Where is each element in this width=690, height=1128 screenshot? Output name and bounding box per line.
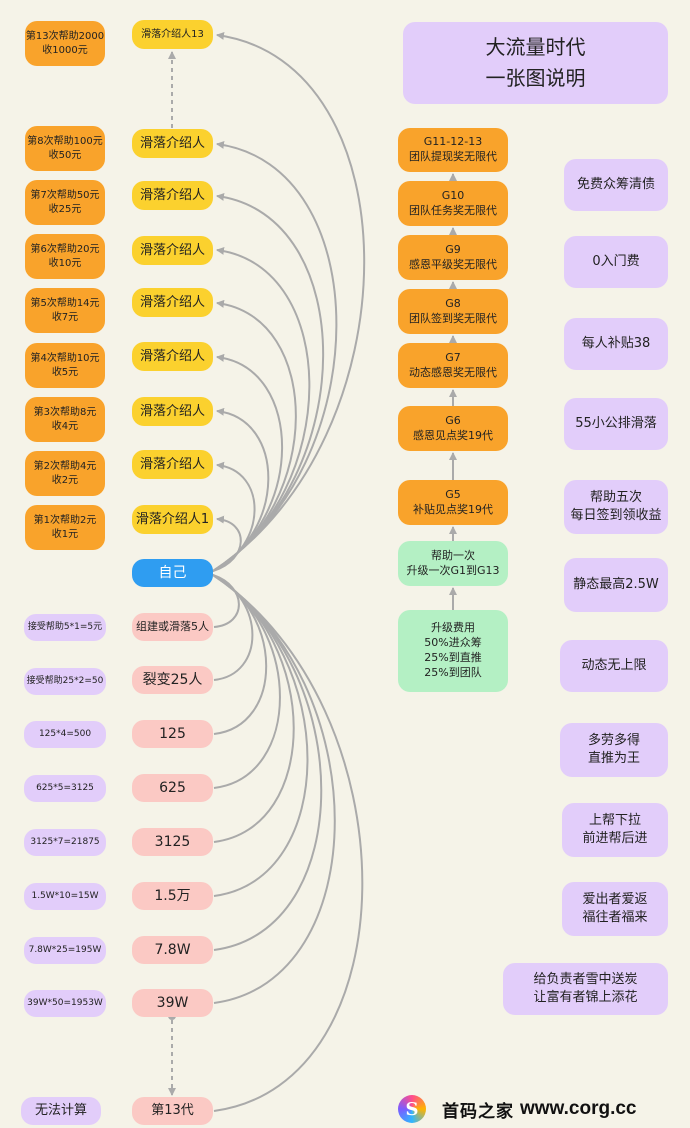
referrer-2: 滑落介绍人: [132, 450, 213, 479]
curve-up-9: [212, 515, 242, 572]
downline-gen-2: 裂变25人: [132, 666, 213, 694]
watermark-name: 首码之家: [442, 1101, 514, 1122]
curve-down-8: [212, 574, 336, 1004]
downline-gen-5: 3125: [132, 828, 213, 856]
calc-box-6: 1.5W*10=15W: [24, 883, 106, 910]
curve-down-9: [212, 574, 364, 1112]
calc-box-13: 无法计算: [21, 1097, 101, 1125]
feature-3: 每人补贴38: [564, 318, 668, 370]
curve-up-1: [212, 31, 366, 572]
referrer-8: 滑落介绍人: [132, 129, 213, 158]
watermark: S 首码之家 www.corg.cc: [398, 1090, 690, 1128]
income-box-2: 第2次帮助4元 收2元: [25, 451, 105, 496]
curve-down-7: [212, 574, 323, 951]
calc-box-1: 接受帮助5*1=5元: [24, 614, 106, 641]
downline-gen-4: 625: [132, 774, 213, 802]
referrer-13: 滑落介绍人13: [132, 20, 213, 49]
feature-6: 静态最高2.5W: [564, 558, 668, 612]
upgrade-once-box: 帮助一次 升级一次G1到G13: [398, 541, 508, 586]
feature-9: 上帮下拉 前进帮后进: [562, 803, 668, 857]
upgrade-fee-box: 升级费用 50%进众筹 25%到直推 25%到团队: [398, 610, 508, 692]
level-g9: G9 感恩平级奖无限代: [398, 235, 508, 280]
income-box-8: 第8次帮助100元 收50元: [25, 126, 105, 171]
calc-box-8: 39W*50=1953W: [24, 990, 106, 1017]
downline-gen-7: 7.8W: [132, 936, 213, 964]
level-g10: G10 团队任务奖无限代: [398, 181, 508, 226]
curve-up-8: [212, 461, 256, 572]
curve-down-3: [212, 574, 268, 735]
watermark-url: www.corg.cc: [520, 1098, 637, 1119]
downline-gen-8: 39W: [132, 989, 213, 1017]
income-box-6: 第6次帮助20元 收10元: [25, 234, 105, 279]
downline-gen-6: 1.5万: [132, 882, 213, 910]
feature-7: 动态无上限: [560, 640, 668, 692]
feature-8: 多劳多得 直推为王: [560, 723, 668, 777]
income-box-7: 第7次帮助50元 收25元: [25, 180, 105, 225]
calc-box-5: 3125*7=21875: [24, 829, 106, 856]
curve-down-2: [212, 574, 254, 681]
referrer-5: 滑落介绍人: [132, 288, 213, 317]
downline-gen-13: 第13代: [132, 1097, 213, 1125]
referrer-4: 滑落介绍人: [132, 342, 213, 371]
referrer-7: 滑落介绍人: [132, 181, 213, 210]
calc-box-4: 625*5=3125: [24, 775, 106, 802]
feature-4: 55小公排滑落: [564, 398, 668, 450]
feature-11: 给负责者雪中送炭 让富有者锦上添花: [503, 963, 668, 1015]
level-g11-13: G11-12-13 团队提现奖无限代: [398, 128, 508, 172]
downline-gen-3: 125: [132, 720, 213, 748]
calc-box-2: 接受帮助25*2=50: [24, 668, 106, 695]
feature-1: 免费众筹清债: [564, 159, 668, 211]
page-title: 大流量时代 一张图说明: [403, 22, 668, 104]
income-box-3: 第3次帮助8元 收4元: [25, 397, 105, 442]
referrer-1: 滑落介绍人1: [132, 505, 213, 534]
level-g6: G6 感恩见点奖19代: [398, 406, 508, 451]
referrer-3: 滑落介绍人: [132, 397, 213, 426]
feature-10: 爱出者爱返 福往者福来: [562, 882, 668, 936]
downline-gen-1: 组建或滑落5人: [132, 613, 213, 641]
level-g8: G8 团队签到奖无限代: [398, 289, 508, 334]
self-node: 自己: [132, 559, 213, 587]
income-box-4: 第4次帮助10元 收5元: [25, 343, 105, 388]
feature-2: 0入门费: [564, 236, 668, 288]
level-g7: G7 动态感恩奖无限代: [398, 343, 508, 388]
income-box-1: 第1次帮助2元 收1元: [25, 505, 105, 550]
watermark-logo-icon: S: [398, 1095, 426, 1123]
level-g5: G5 补贴见点奖19代: [398, 480, 508, 525]
referrer-6: 滑落介绍人: [132, 236, 213, 265]
calc-box-3: 125*4=500: [24, 721, 106, 748]
calc-box-7: 7.8W*25=195W: [24, 937, 106, 964]
feature-5: 帮助五次 每日签到领收益: [564, 480, 668, 534]
income-box-5: 第5次帮助14元 收7元: [25, 288, 105, 333]
income-box-13: 第13次帮助2000 收1000元: [25, 21, 105, 66]
